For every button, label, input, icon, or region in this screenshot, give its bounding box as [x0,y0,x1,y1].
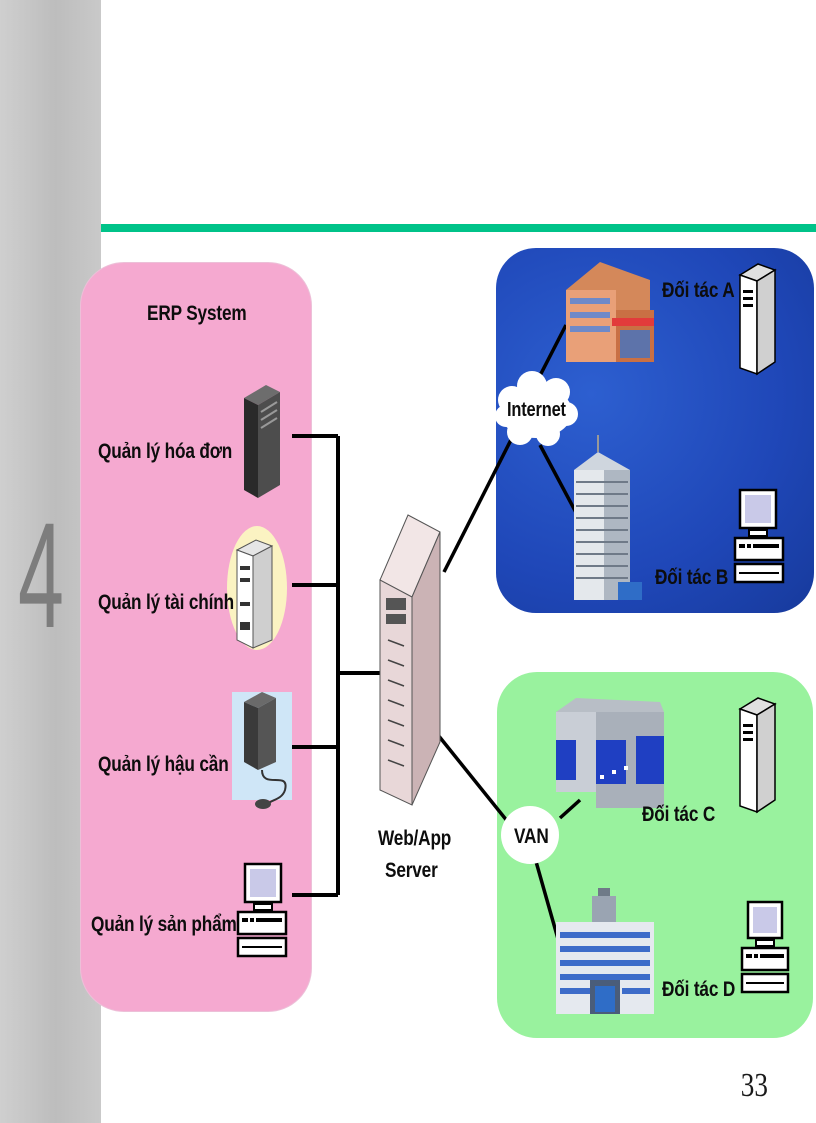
partner-d-computer-icon [740,900,790,994]
van-bubble-icon [501,806,559,864]
partner-b-label: Đối tác B [655,566,729,589]
partner-c-server-icon [738,697,777,814]
tower-computer-icon [232,692,292,809]
partner-b-computer-icon [733,488,785,584]
internet-cloud-icon [495,371,578,446]
partner-b-building-icon [574,435,642,600]
partner-d-building-icon [556,888,654,1014]
header-rule [101,224,816,232]
partner-a-building-icon [566,262,654,362]
erp-system-title: ERP System [147,302,247,325]
desktop-computer-icon [236,862,288,958]
partner-a-server-icon [738,263,777,376]
module-connectors [292,434,382,897]
page-number: 33 [740,1067,768,1104]
module-label-invoice: Quản lý hóa đơn [98,440,233,463]
module-label-finance: Quản lý tài chính [98,591,234,614]
server-icon [227,526,287,650]
partner-a-label: Đối tác A [662,279,735,302]
module-label-product: Quản lý sản phẩm [91,913,237,936]
partner-d-label: Đối tác D [662,978,736,1001]
van-label: VAN [514,825,549,848]
chapter-number: 4 [18,491,64,659]
tower-server-icon [244,385,280,498]
internet-label: Internet [507,399,566,421]
server-label-line1: Web/App [378,827,452,850]
partner-c-label: Đối tác C [642,803,716,826]
network-links [436,324,582,947]
partner-c-building-icon [556,698,664,808]
module-label-logistics: Quản lý hậu cần [98,753,229,776]
server-label-line2: Server [385,859,438,882]
web-app-server-icon [379,514,441,806]
